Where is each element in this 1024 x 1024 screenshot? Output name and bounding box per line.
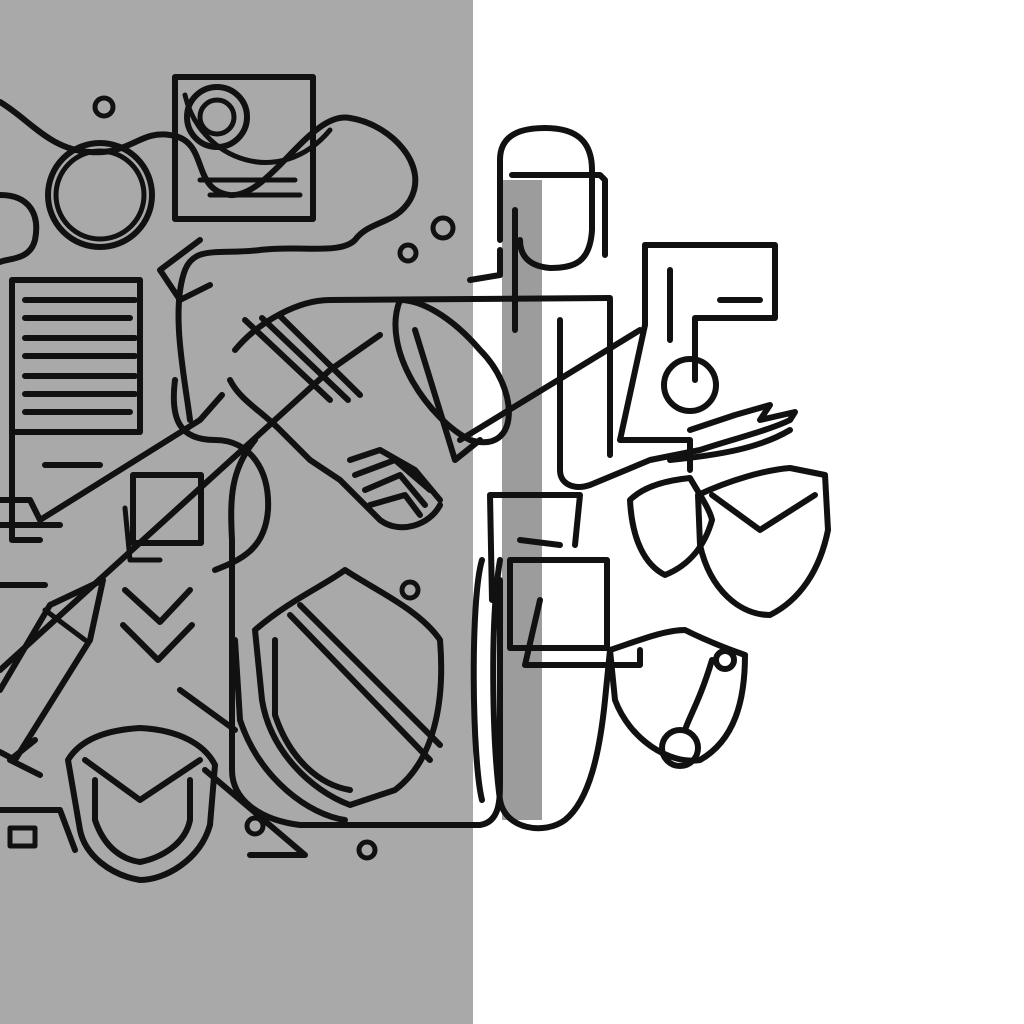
stethoscope-shield-icon bbox=[607, 627, 748, 769]
right-gray-strip bbox=[502, 180, 542, 820]
dot-icon bbox=[92, 95, 456, 861]
tablet-icon bbox=[470, 492, 643, 832]
left-gray-panel bbox=[0, 0, 473, 1024]
frame-line-icon bbox=[170, 377, 503, 828]
shield-pair-icon bbox=[627, 465, 831, 618]
shield-icon bbox=[232, 567, 445, 823]
checkmark-icon bbox=[120, 587, 195, 663]
open-hand-icon bbox=[457, 297, 798, 490]
envelope-icon bbox=[0, 392, 225, 588]
circle-ring-icon bbox=[45, 140, 155, 250]
camera-icon bbox=[172, 74, 333, 222]
cloud-line-icon bbox=[0, 99, 419, 423]
person-icon bbox=[467, 125, 608, 333]
small-square-icon bbox=[0, 807, 78, 853]
document-icon bbox=[9, 277, 143, 543]
handshake-icon bbox=[157, 237, 613, 531]
shield-icon bbox=[65, 725, 218, 883]
chat-square-icon bbox=[122, 472, 204, 563]
pencil-icon bbox=[0, 577, 106, 763]
